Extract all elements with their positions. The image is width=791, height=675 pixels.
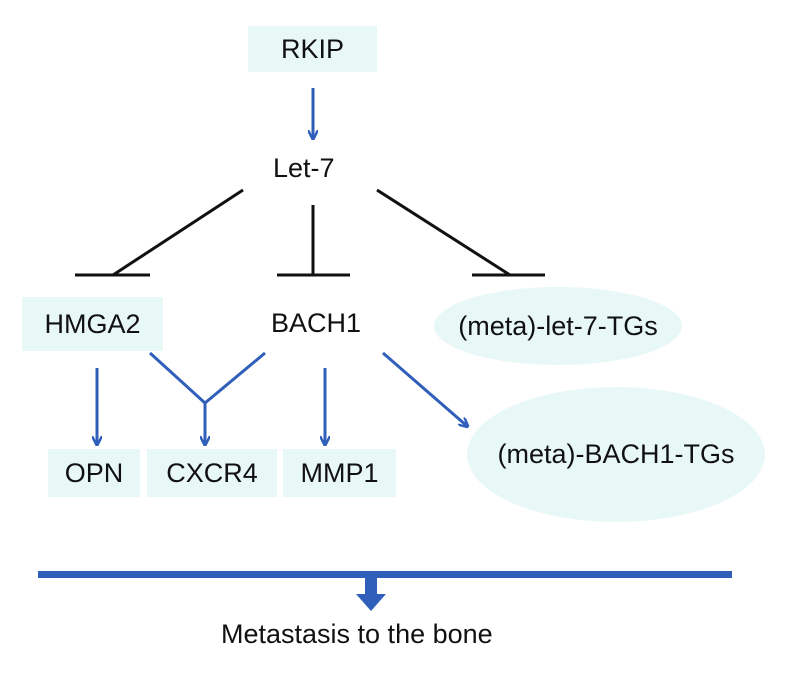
outcome-label-text: Metastasis to the bone [221,619,493,649]
edge-bach1-meta-bach1-tgs [382,351,467,426]
node-opn: OPN [48,449,140,497]
node-meta-bach1-tgs: (meta)-BACH1-TGs [467,387,765,522]
convergence-bar [38,571,732,578]
node-mmp1-label: MMP1 [300,457,379,488]
outcome-arrow-head [356,594,386,611]
node-rkip: RKIP [248,26,377,72]
edge-let7-bach1 [277,205,350,277]
node-cxcr4-label: CXCR4 [166,457,258,488]
node-mmp1: MMP1 [283,449,396,497]
node-rkip-label: RKIP [280,33,345,64]
node-cxcr4: CXCR4 [147,449,277,497]
node-hmga2-label: HMGA2 [44,308,141,339]
outcome-arrow-stem [365,578,377,594]
node-let7: Let-7 [273,153,335,184]
node-hmga2: HMGA2 [22,297,163,351]
edge-let7-meta-let7-tgs [376,188,545,277]
node-meta-let7-tgs-label: (meta)-let-7-TGs [458,310,658,341]
node-meta-let7-tgs: (meta)-let-7-TGs [434,287,682,365]
node-meta-bach1-tgs-label: (meta)-BACH1-TGs [497,439,735,469]
node-bach1-label: BACH1 [271,308,362,338]
node-let7-label: Let-7 [273,153,335,183]
outcome-label: Metastasis to the bone [221,619,493,650]
node-opn-label: OPN [64,457,124,488]
edge-hmga2-bach1-cxcr4 [148,351,266,444]
edge-let7-hmga2 [75,188,244,277]
node-bach1: BACH1 [271,308,361,339]
